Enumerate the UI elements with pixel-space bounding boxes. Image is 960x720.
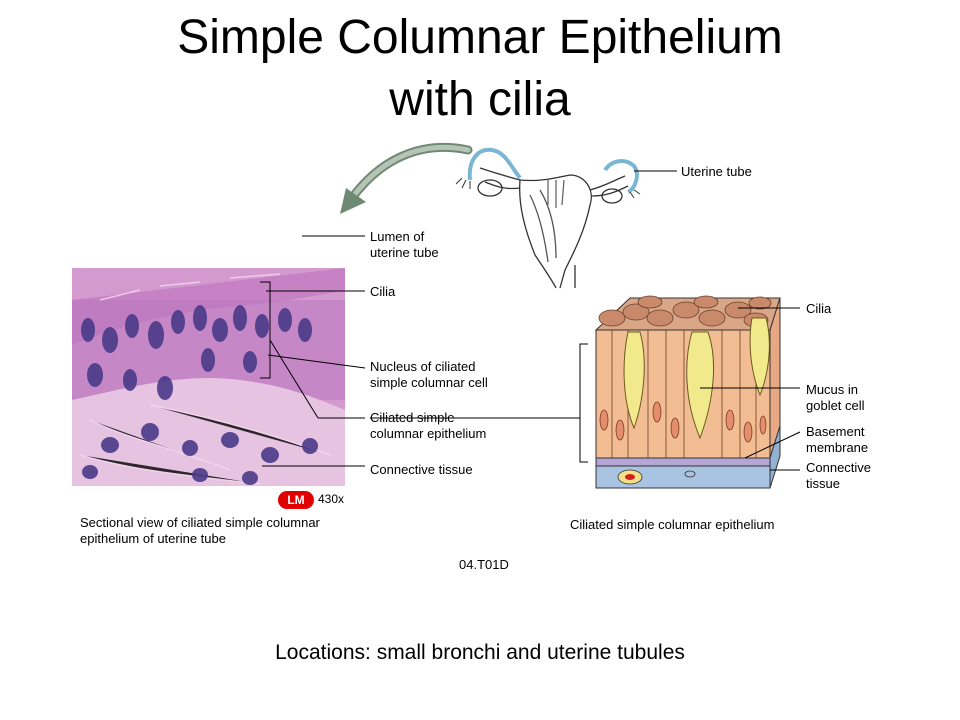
label-ciliated-epithelium: Ciliated simple columnar epithelium: [370, 410, 486, 442]
label-uterine-tube: Uterine tube: [681, 164, 752, 179]
micrograph-caption-line-2: epithelium of uterine tube: [80, 531, 226, 546]
label-nucleus: Nucleus of ciliated simple columnar cell: [370, 359, 488, 391]
label-nucleus-line-2: simple columnar cell: [370, 375, 488, 390]
left-leader-lines: [260, 235, 366, 467]
micrograph-image: [72, 268, 345, 486]
label-mucus: Mucus in goblet cell: [806, 382, 865, 414]
label-mucus-line-1: Mucus in: [806, 382, 859, 397]
micrograph-caption: Sectional view of ciliated simple column…: [80, 515, 320, 547]
label-mucus-line-2: goblet cell: [806, 398, 865, 413]
figure-code: 04.T01D: [459, 557, 509, 572]
fimbriae: [455, 177, 641, 199]
lm-badge: LM: [278, 491, 314, 509]
curved-arrow: [340, 142, 473, 214]
uterus-illustration: [477, 167, 629, 289]
label-lumen-line-1: Lumen of: [370, 229, 425, 244]
slide-title-line-1: Simple Columnar Epithelium: [177, 11, 783, 64]
label-cilia-micrograph: Cilia: [370, 284, 396, 299]
locations-footer: Locations: small bronchi and uterine tub…: [275, 641, 685, 664]
magnification-label: 430x: [318, 492, 345, 506]
label-basement-line-1: Basement: [806, 424, 865, 439]
label-connective-tissue-right: Connective tissue: [806, 460, 871, 492]
label-lumen: Lumen of uterine tube: [370, 229, 439, 261]
label-basement-line-2: membrane: [806, 440, 869, 455]
micrograph-caption-line-1: Sectional view of ciliated simple column…: [80, 515, 320, 530]
label-connective-line-2: tissue: [806, 476, 840, 491]
label-epithelium-line-1: Ciliated simple: [370, 410, 455, 425]
label-epithelium-line-2: columnar epithelium: [370, 426, 487, 441]
slide-title-line-2: with cilia: [389, 73, 571, 126]
label-nucleus-line-1: Nucleus of ciliated: [370, 359, 476, 374]
label-basement-membrane: Basement membrane: [806, 424, 868, 456]
epithelium-3d-drawing: [594, 295, 781, 489]
drawing-caption: Ciliated simple columnar epithelium: [570, 517, 775, 532]
right-leader-lines: [370, 170, 801, 471]
label-cilia-drawing: Cilia: [806, 301, 832, 316]
label-connective-line-1: Connective: [806, 460, 872, 475]
label-lumen-line-2: uterine tube: [370, 245, 439, 260]
uterine-tube-highlight: [467, 147, 639, 194]
label-connective-tissue-left: Connective tissue: [370, 462, 473, 477]
